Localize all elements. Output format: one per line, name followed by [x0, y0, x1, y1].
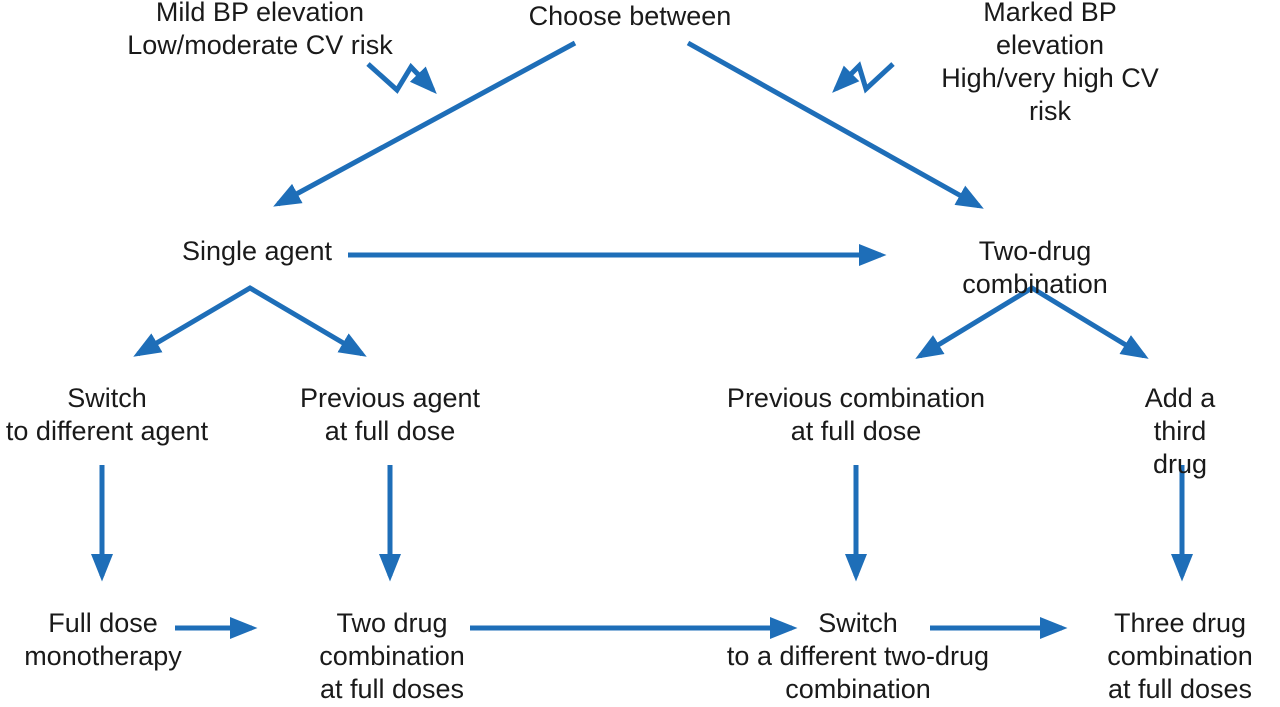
arrow-twodrug-split [915, 285, 1149, 359]
node-three-drug-full-doses: Three drug combination at full doses [1107, 608, 1253, 704]
arrow-single-split [133, 285, 367, 357]
zigzag-arrow-marked [832, 61, 895, 94]
node-add-third-drug: Add a third drug [1144, 383, 1216, 479]
node-switch-two-drug-combo: Switch to a different two-drug combinati… [726, 608, 990, 704]
node-choose-between: Choose between [528, 1, 732, 31]
node-two-drug-combination: Two-drug combination [962, 236, 1108, 299]
node-single-agent: Single agent [181, 236, 333, 266]
node-two-drug-full-doses: Two drug combination at full doses [319, 608, 465, 704]
node-full-dose-monotherapy: Full dose monotherapy [24, 608, 182, 671]
node-previous-combination: Previous combination at full dose [726, 383, 986, 446]
zigzag-arrow-mild [366, 62, 437, 94]
arrow-choose-to-single [273, 40, 577, 207]
node-switch-different-agent: Switch to different agent [5, 383, 209, 446]
node-marked-bp-elevation: Marked BP elevation High/very high CV ri… [941, 0, 1159, 126]
arrow-choose-to-twodrug [686, 40, 984, 209]
node-previous-agent: Previous agent at full dose [299, 383, 481, 446]
node-mild-bp-elevation: Mild BP elevation Low/moderate CV risk [127, 0, 393, 60]
